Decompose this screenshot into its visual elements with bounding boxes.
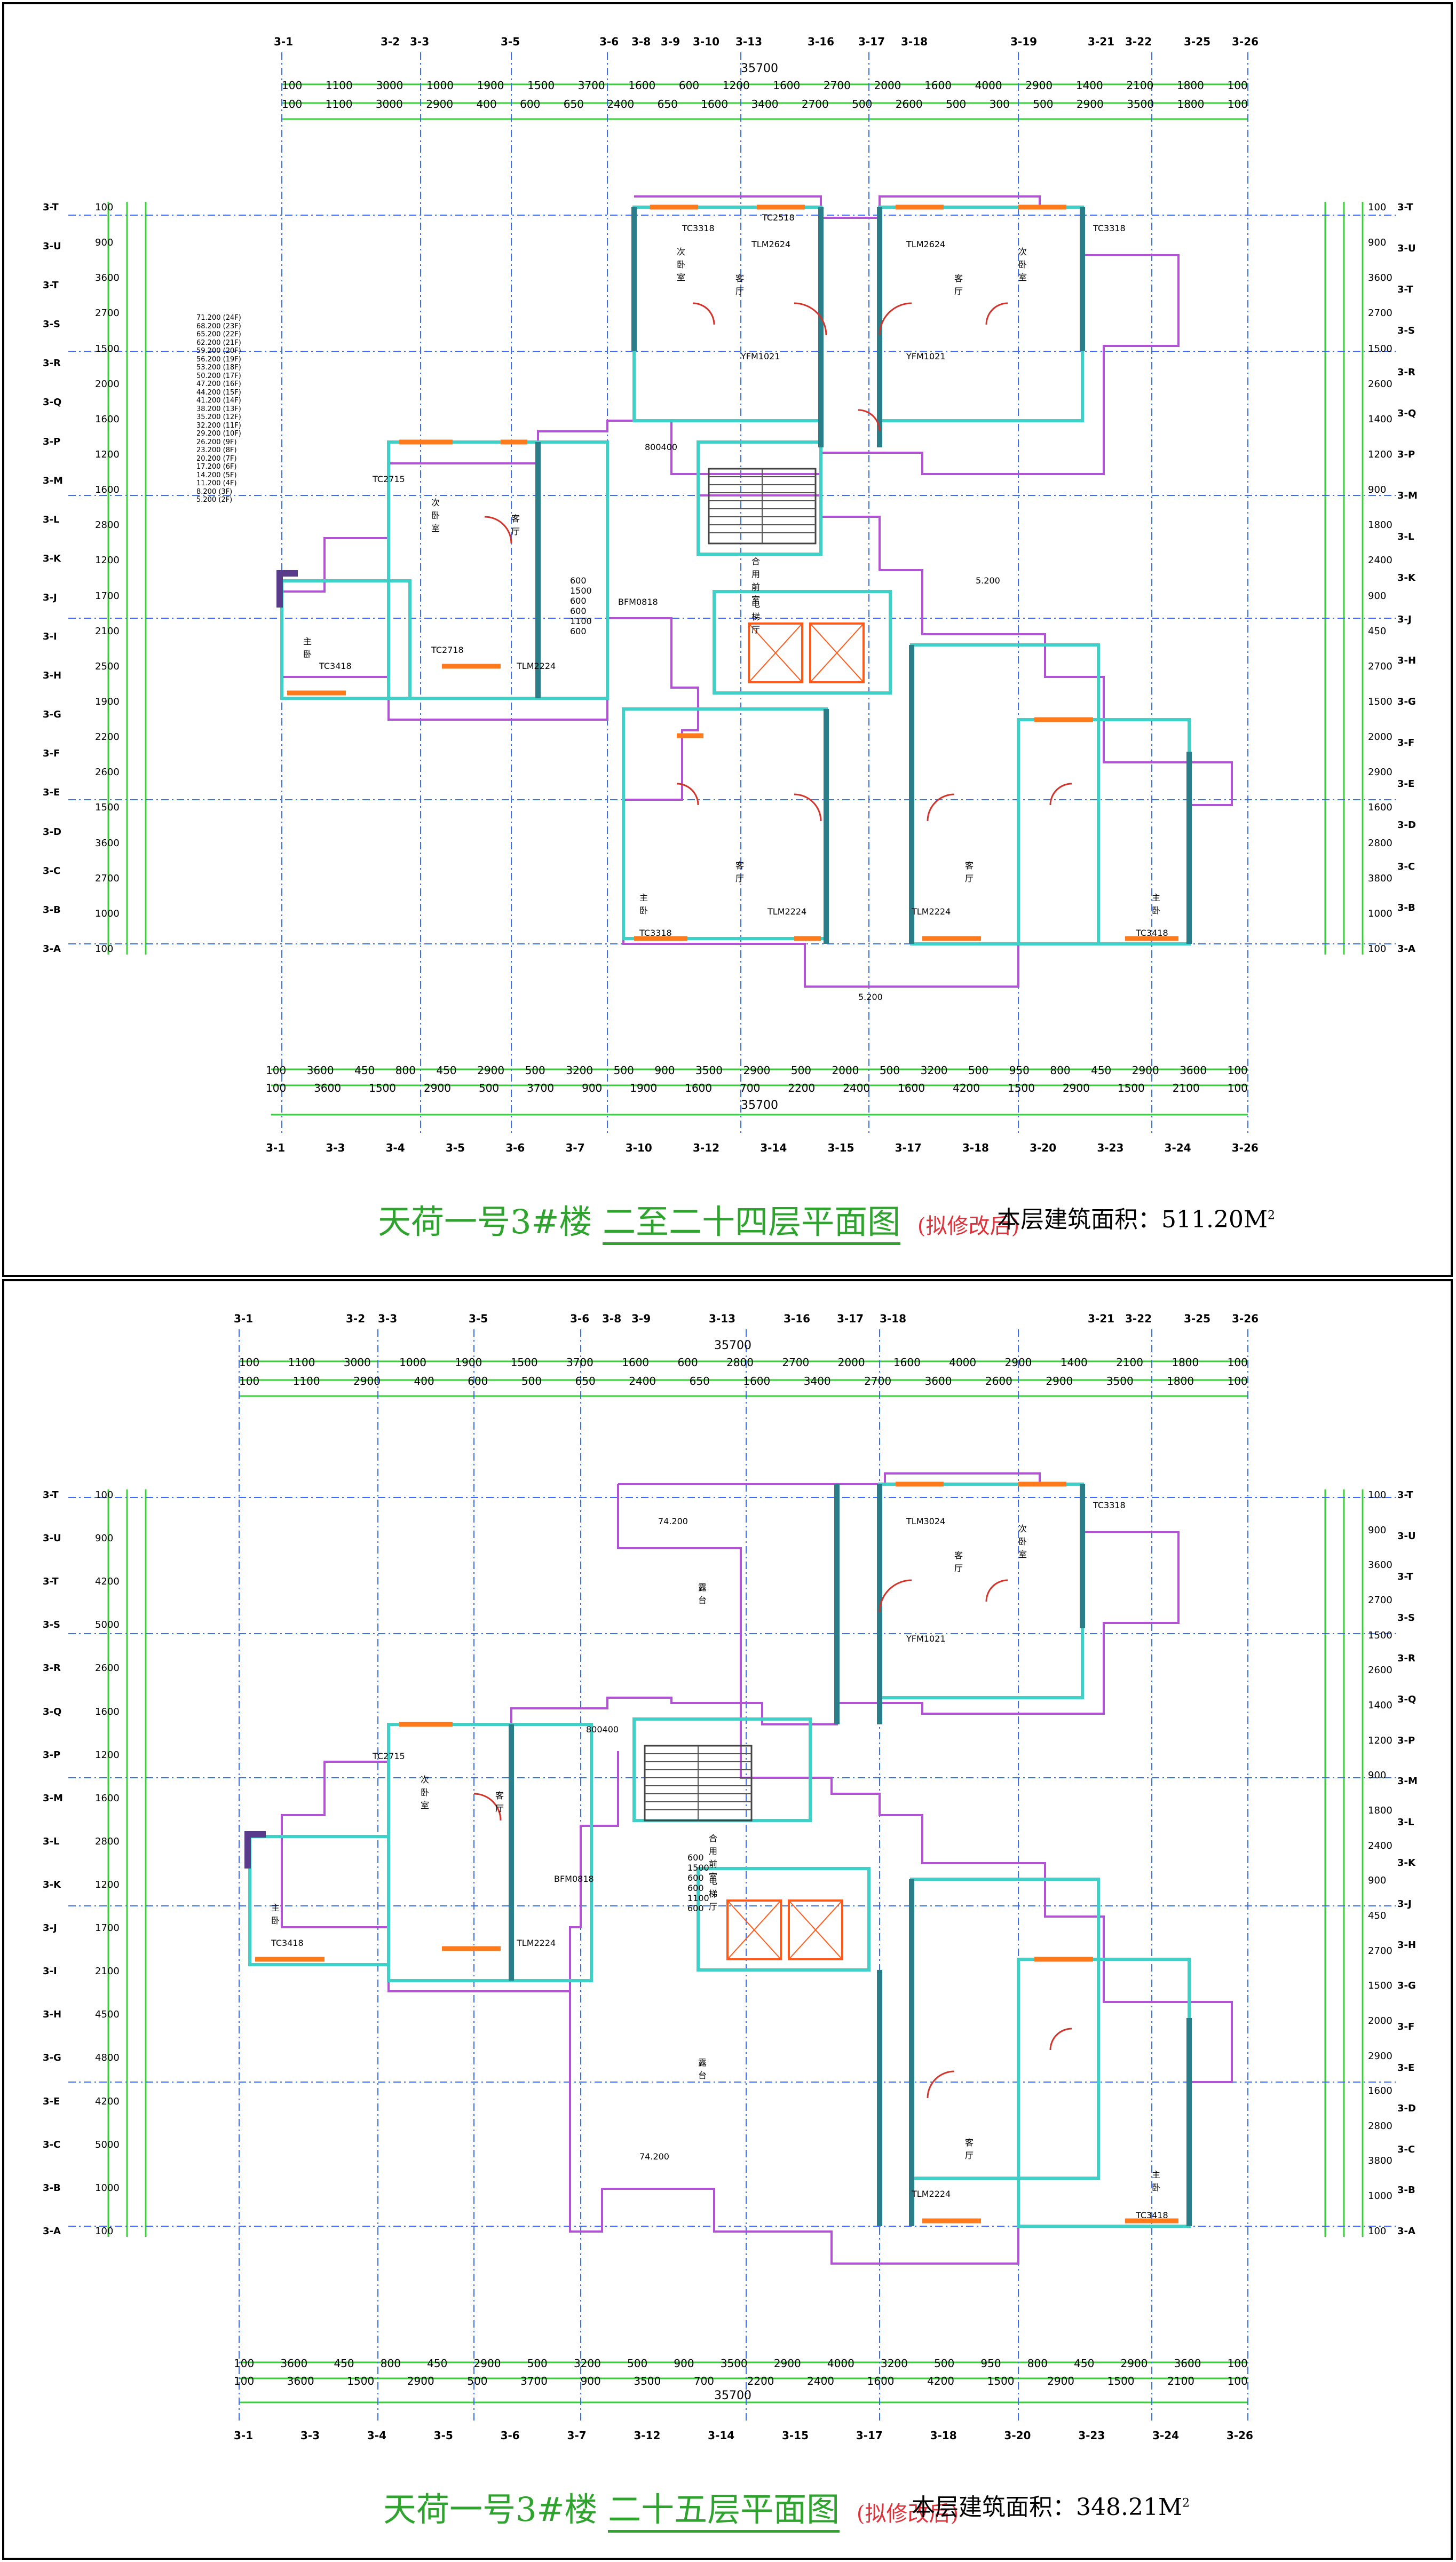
drawing-title: 天荷一号3#楼 二至二十四层平面图 (拟修改后) — [378, 1195, 1020, 1245]
floor-plan-drawing-25 — [68, 1329, 1397, 2424]
floor-area-unit: 2 — [1268, 1209, 1276, 1223]
axis-bubble: 3-13 — [735, 35, 763, 48]
revision-note: (拟修改后) — [856, 2502, 959, 2526]
axis-bubble: 3-19 — [1010, 35, 1038, 48]
overall-dimension-bottom: 35700 — [714, 2389, 751, 2402]
revision-note: (拟修改后) — [917, 1214, 1020, 1239]
axis-bubble: 3-10 — [693, 35, 720, 48]
axis-bubble: 3-16 — [808, 35, 835, 48]
floor-plan-sheet-2-24: 3-1 3-2 3-3 3-5 3-6 3-8 3-9 3-10 3-13 3-… — [2, 2, 1453, 1277]
axis-grid — [68, 52, 1397, 1136]
elevators — [726, 1899, 843, 1960]
overall-dimension-top: 35700 — [714, 1339, 751, 1352]
axis-bubble: 3-22 — [1125, 35, 1152, 48]
windows — [287, 204, 1178, 941]
axis-bubble: 3-2 — [381, 35, 400, 48]
floor-area: 本层建筑面积：511.20M2 — [997, 1200, 1275, 1234]
project-name: 天荷一号3#楼 — [383, 2490, 598, 2529]
walls — [244, 1483, 1192, 2228]
doors — [484, 302, 1072, 822]
windows — [255, 1481, 1178, 2224]
plan-name: 二十五层平面图 — [608, 2490, 840, 2533]
overall-dimension-bottom: 35700 — [741, 1099, 778, 1112]
elevators — [748, 622, 865, 683]
axis-bubble: 3-6 — [599, 35, 619, 48]
walls — [276, 206, 1192, 945]
axis-bubble: 3-18 — [901, 35, 928, 48]
axis-bubble: 3-3 — [410, 35, 430, 48]
axis-bubble: 3-5 — [501, 35, 520, 48]
floor-area-label: 本层建筑面积：511.20M — [997, 1206, 1268, 1233]
plan-name: 二至二十四层平面图 — [603, 1202, 901, 1245]
axis-bubble: 3-9 — [661, 35, 680, 48]
axis-bubble: 3-1 — [274, 35, 294, 48]
top-axis-labels: 3-1 3-2 3-3 3-5 3-6 3-8 3-9 3-10 3-13 3-… — [4, 4, 1451, 68]
floor-area-unit: 2 — [1182, 2496, 1190, 2510]
project-name: 天荷一号3#楼 — [378, 1202, 592, 1241]
staircase — [708, 468, 817, 545]
axis-bubble: 3-17 — [858, 35, 885, 48]
top-axis-labels: 3-1 3-2 3-3 3-5 3-6 3-8 3-9 3-13 3-16 3-… — [234, 1312, 1259, 1325]
drawing-title: 天荷一号3#楼 二十五层平面图 (拟修改后) — [383, 2482, 959, 2533]
floor-plan-sheet-25: 3-1 3-2 3-3 3-5 3-6 3-8 3-9 3-13 3-16 3-… — [2, 1279, 1453, 2560]
axis-bubble: 3-25 — [1184, 35, 1211, 48]
floor-area-label: 本层建筑面积：348.21M — [912, 2494, 1183, 2521]
doors — [473, 1579, 1072, 2099]
axis-bubble: 3-26 — [1232, 35, 1259, 48]
elevation-list: 71.200 (24F)68.200 (23F)65.200 (22F)62.2… — [196, 314, 241, 504]
overall-dimension-top: 35700 — [741, 62, 778, 75]
staircase — [644, 1745, 753, 1822]
axis-bubble: 3-8 — [631, 35, 651, 48]
axis-grid — [68, 1329, 1397, 2424]
axis-bubble: 3-21 — [1088, 35, 1115, 48]
floor-plan-drawing-2-24 — [68, 52, 1397, 1136]
floor-area: 本层建筑面积：348.21M2 — [912, 2488, 1190, 2522]
